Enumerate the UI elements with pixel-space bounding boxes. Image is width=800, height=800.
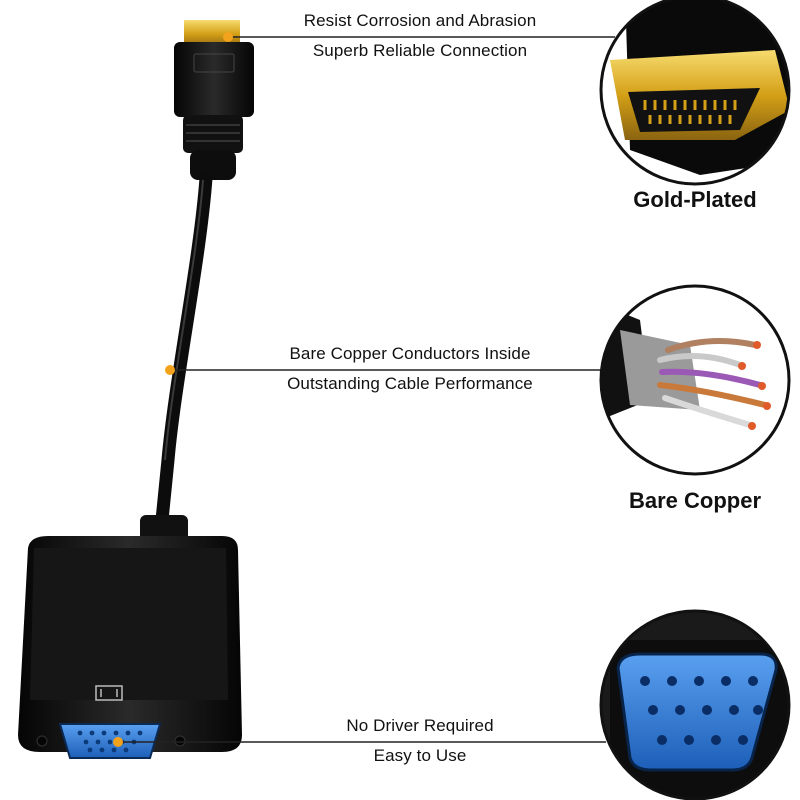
copper-wires-closeup-icon xyxy=(599,284,791,476)
callout-1-line2: Superb Reliable Connection xyxy=(312,41,528,60)
callout-lines xyxy=(118,36,615,743)
vga-adapter-box xyxy=(18,515,242,759)
cable xyxy=(153,171,213,547)
callout-2-label: Bare Copper xyxy=(628,488,762,513)
vga-port-closeup-icon xyxy=(599,609,791,800)
callout-dot xyxy=(113,737,123,747)
callout-1-line1: Resist Corrosion and Abrasion xyxy=(303,11,537,30)
callout-dot xyxy=(223,32,233,42)
callout-2-line2: Outstanding Cable Performance xyxy=(287,374,533,393)
callout-3-line2: Easy to Use xyxy=(373,746,467,765)
hdmi-plug-closeup-icon xyxy=(599,0,791,186)
callout-2-line1: Bare Copper Conductors Inside xyxy=(289,344,531,363)
callout-1-label: Gold-Plated xyxy=(633,187,757,212)
callout-3-line1: No Driver Required xyxy=(346,716,494,735)
callout-dot xyxy=(165,365,175,375)
hdmi-connector xyxy=(174,20,254,180)
